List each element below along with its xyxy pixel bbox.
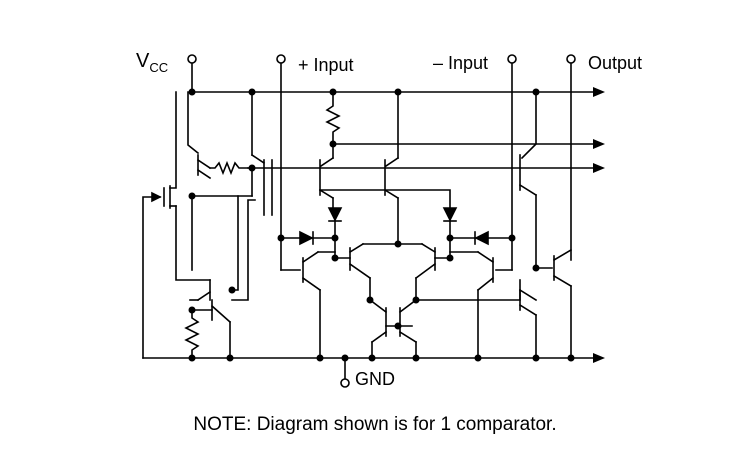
bus-upper-arrow xyxy=(593,139,605,149)
output-label: Output xyxy=(588,53,643,73)
minus-input-terminal xyxy=(507,54,517,64)
vcc-label-subscript: CC xyxy=(149,60,169,75)
plus-input-terminal xyxy=(276,54,286,64)
junction-dots xyxy=(188,88,575,362)
vcc-rail-arrow xyxy=(593,87,605,97)
diode-input-plus xyxy=(327,207,343,222)
output-terminal xyxy=(566,54,576,64)
bus-lower-arrow xyxy=(593,163,605,173)
gnd-label: GND xyxy=(355,369,395,389)
minus-input-label: – Input xyxy=(433,53,489,73)
plus-input-label: + Input xyxy=(298,55,354,75)
ground-rail-arrow xyxy=(593,353,605,363)
diagram-note: NOTE: Diagram shown is for 1 comparator. xyxy=(193,414,557,435)
gnd-terminal xyxy=(340,378,350,388)
vcc-terminal xyxy=(187,54,197,64)
vcc-label: VCC xyxy=(136,50,169,75)
left-bias-wire xyxy=(187,91,200,155)
diode-input-minus xyxy=(442,207,458,222)
